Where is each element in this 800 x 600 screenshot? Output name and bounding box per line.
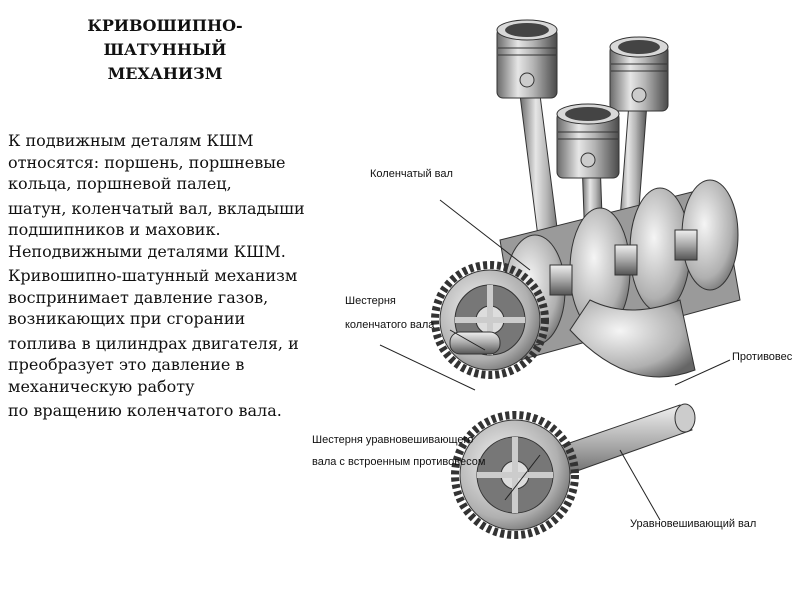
crankshaft-gear: [431, 261, 549, 379]
page-title: КРИВОШИПНО- ШАТУННЫЙ МЕХАНИЗМ: [40, 14, 290, 86]
description-text: К подвижным деталям КШМ относятся: порше…: [8, 130, 308, 425]
balance-shaft-gear: [451, 411, 579, 539]
paragraph-5: по вращению коленчатого вала.: [8, 401, 282, 420]
title-line-3: МЕХАНИЗМ: [107, 64, 223, 83]
label-balance-gear-line1: Шестерня уравновешивающего: [312, 434, 473, 446]
paragraph-4: топлива в цилиндрах двигателя, и преобра…: [8, 333, 299, 396]
paragraph-1: К подвижным деталям КШМ относятся: порше…: [8, 131, 286, 193]
label-crank-gear-line1: Шестерня: [345, 295, 396, 307]
title-line-1: КРИВОШИПНО-: [87, 16, 243, 35]
piston-middle: [556, 103, 620, 179]
paragraph-2: шатун, коленчатый вал, вкладыши подшипни…: [8, 198, 305, 261]
piston-left: [496, 19, 558, 99]
crank-mechanism-diagram: Коленчатый вал Шестерня коленчатого вала…: [312, 19, 793, 539]
label-crank-gear-line2: коленчатого вала: [345, 319, 435, 331]
label-crankshaft: Коленчатый вал: [370, 168, 453, 180]
label-counterweight: Противовес: [732, 351, 793, 363]
piston-right: [609, 36, 669, 112]
label-balance-shaft: Уравновешивающий вал: [630, 518, 756, 530]
label-balance-gear-line2: вала с встроенным противовесом: [312, 456, 485, 468]
counterweight-block: [569, 299, 696, 378]
title-line-2: ШАТУННЫЙ: [103, 40, 227, 59]
leader-lines: [379, 199, 731, 521]
paragraph-3: Кривошипно-шатунный механизм воспринимае…: [8, 266, 298, 328]
